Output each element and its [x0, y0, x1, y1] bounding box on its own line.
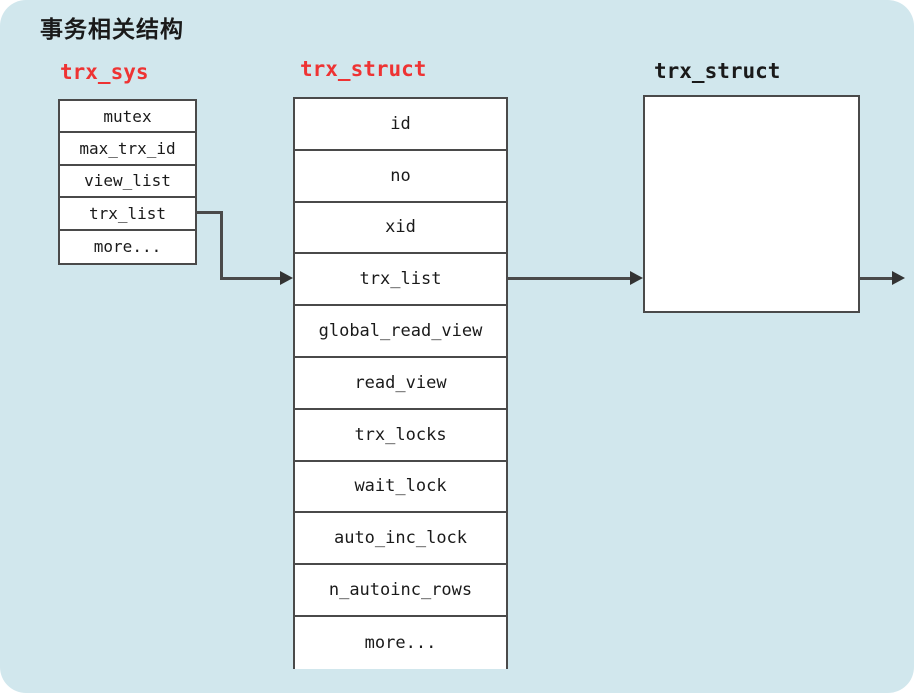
arrow-head-outgoing [892, 271, 905, 285]
struct-label-trx-sys: trx_sys [60, 60, 149, 84]
struct-label-trx-struct-2: trx_struct [654, 59, 781, 83]
struct-box-trx-struct-2 [643, 95, 860, 313]
struct-box-trx-sys: mutex max_trx_id view_list trx_list more… [58, 99, 197, 265]
field-row-max-trx-id: max_trx_id [60, 133, 195, 166]
connector-trx-sys-segment-h2 [220, 277, 282, 280]
struct-box-trx-struct: id no xid trx_list global_read_view read… [293, 97, 508, 669]
connector-trx-sys-segment-v [220, 211, 223, 279]
connector-trx-struct-2-outgoing [860, 277, 894, 280]
field-row-global-read-view: global_read_view [295, 306, 506, 358]
field-row-mutex: mutex [60, 101, 195, 134]
connector-trx-struct-to-2 [508, 277, 632, 280]
field-row-wait-lock: wait_lock [295, 461, 506, 514]
field-row-read-view: read_view [295, 357, 506, 410]
field-row-xid: xid [295, 202, 506, 255]
arrow-head-into-trx-struct [280, 271, 293, 285]
field-row-trx-locks: trx_locks [295, 409, 506, 462]
field-row-view-list: view_list [60, 165, 195, 199]
page-title: 事务相关结构 [40, 17, 184, 43]
field-row-more: more... [295, 616, 506, 669]
field-row-no: no [295, 150, 506, 203]
field-row-trx-list: trx_list [295, 254, 506, 307]
struct-label-trx-struct: trx_struct [300, 57, 427, 81]
field-row-id: id [295, 99, 506, 151]
field-row-n-autoinc-rows: n_autoinc_rows [295, 565, 506, 617]
field-row-more: more... [60, 230, 195, 263]
connector-trx-sys-segment-h1 [197, 211, 223, 214]
arrow-head-into-trx-struct-2 [630, 271, 643, 285]
field-row-auto-inc-lock: auto_inc_lock [295, 513, 506, 566]
field-row-trx-list: trx_list [60, 198, 195, 231]
